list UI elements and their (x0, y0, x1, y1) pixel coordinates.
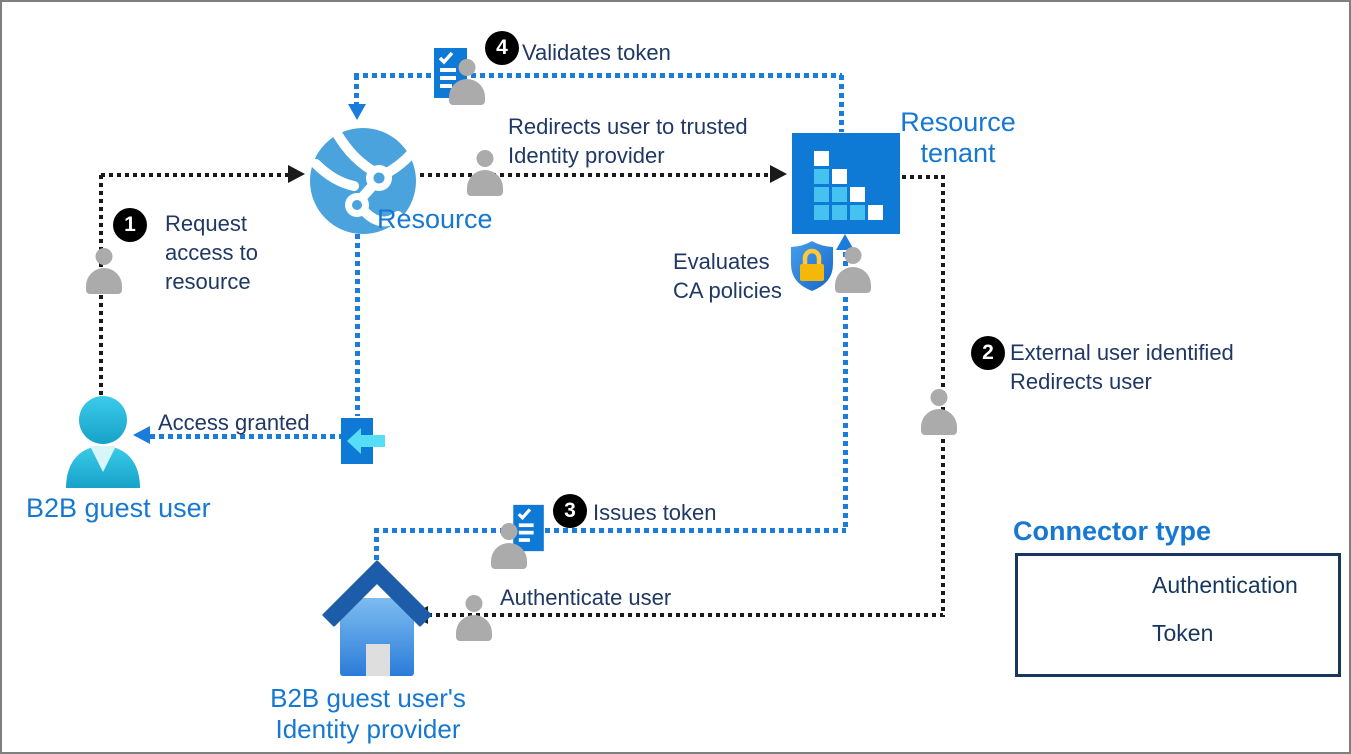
token-connector-access-granted (150, 434, 342, 439)
user-silhouette-icon (835, 247, 871, 293)
user-silhouette-icon (921, 389, 957, 435)
step-badge-2: 2 (971, 336, 1005, 370)
arrow-right-icon (288, 165, 305, 183)
legend-token-label: Token (1152, 620, 1214, 646)
arrow-up-icon (836, 234, 854, 250)
token-connector-issue-to-idp (374, 528, 379, 566)
token-connector-validate-down (354, 75, 359, 105)
authenticate-user-label: Authenticate user (500, 585, 672, 610)
token-document-icon (513, 504, 544, 552)
b2b-guest-user-icon (66, 396, 140, 488)
tenant-building-icon (792, 133, 900, 234)
user-silhouette-icon (467, 150, 503, 196)
token-connector-resource-to-door (355, 234, 360, 416)
auth-connector-authenticate-horizontal (428, 613, 943, 617)
step-badge-4: 4 (485, 31, 519, 65)
auth-connector-redirect-horizontal (420, 173, 770, 177)
arrow-right-icon (770, 165, 787, 183)
arrow-down-icon (348, 104, 366, 120)
arrow-left-icon (133, 426, 150, 444)
resource-label: Resource (377, 204, 493, 234)
auth-connector-tenant-out (902, 175, 945, 179)
auth-connector-request-horizontal (101, 173, 289, 177)
step-4-text: Validates token (522, 40, 671, 65)
step-badge-3: 3 (553, 494, 587, 528)
step-3-text: Issues token (593, 500, 717, 525)
token-connector-issue-horizontal (374, 528, 846, 533)
token-connector-issue-vertical (843, 252, 848, 530)
door-sign-in-icon (341, 418, 385, 464)
access-granted-label: Access granted (158, 410, 310, 435)
legend-box (1015, 553, 1341, 677)
legend-title: Connector type (1013, 516, 1212, 546)
user-silhouette-icon (86, 248, 122, 294)
user-silhouette-icon (456, 595, 492, 641)
token-connector-validate-up (839, 75, 844, 132)
globe-network-icon (310, 127, 416, 234)
user-silhouette-icon (491, 523, 527, 569)
shield-lock-icon (789, 238, 835, 294)
b2b-guest-user-label: B2B guest user (26, 493, 211, 523)
user-silhouette-icon (449, 59, 485, 105)
home-icon (322, 560, 432, 676)
token-connector-validate-horizontal (354, 73, 842, 78)
step-badge-1: 1 (113, 208, 147, 242)
legend-auth-label: Authentication (1152, 572, 1298, 598)
